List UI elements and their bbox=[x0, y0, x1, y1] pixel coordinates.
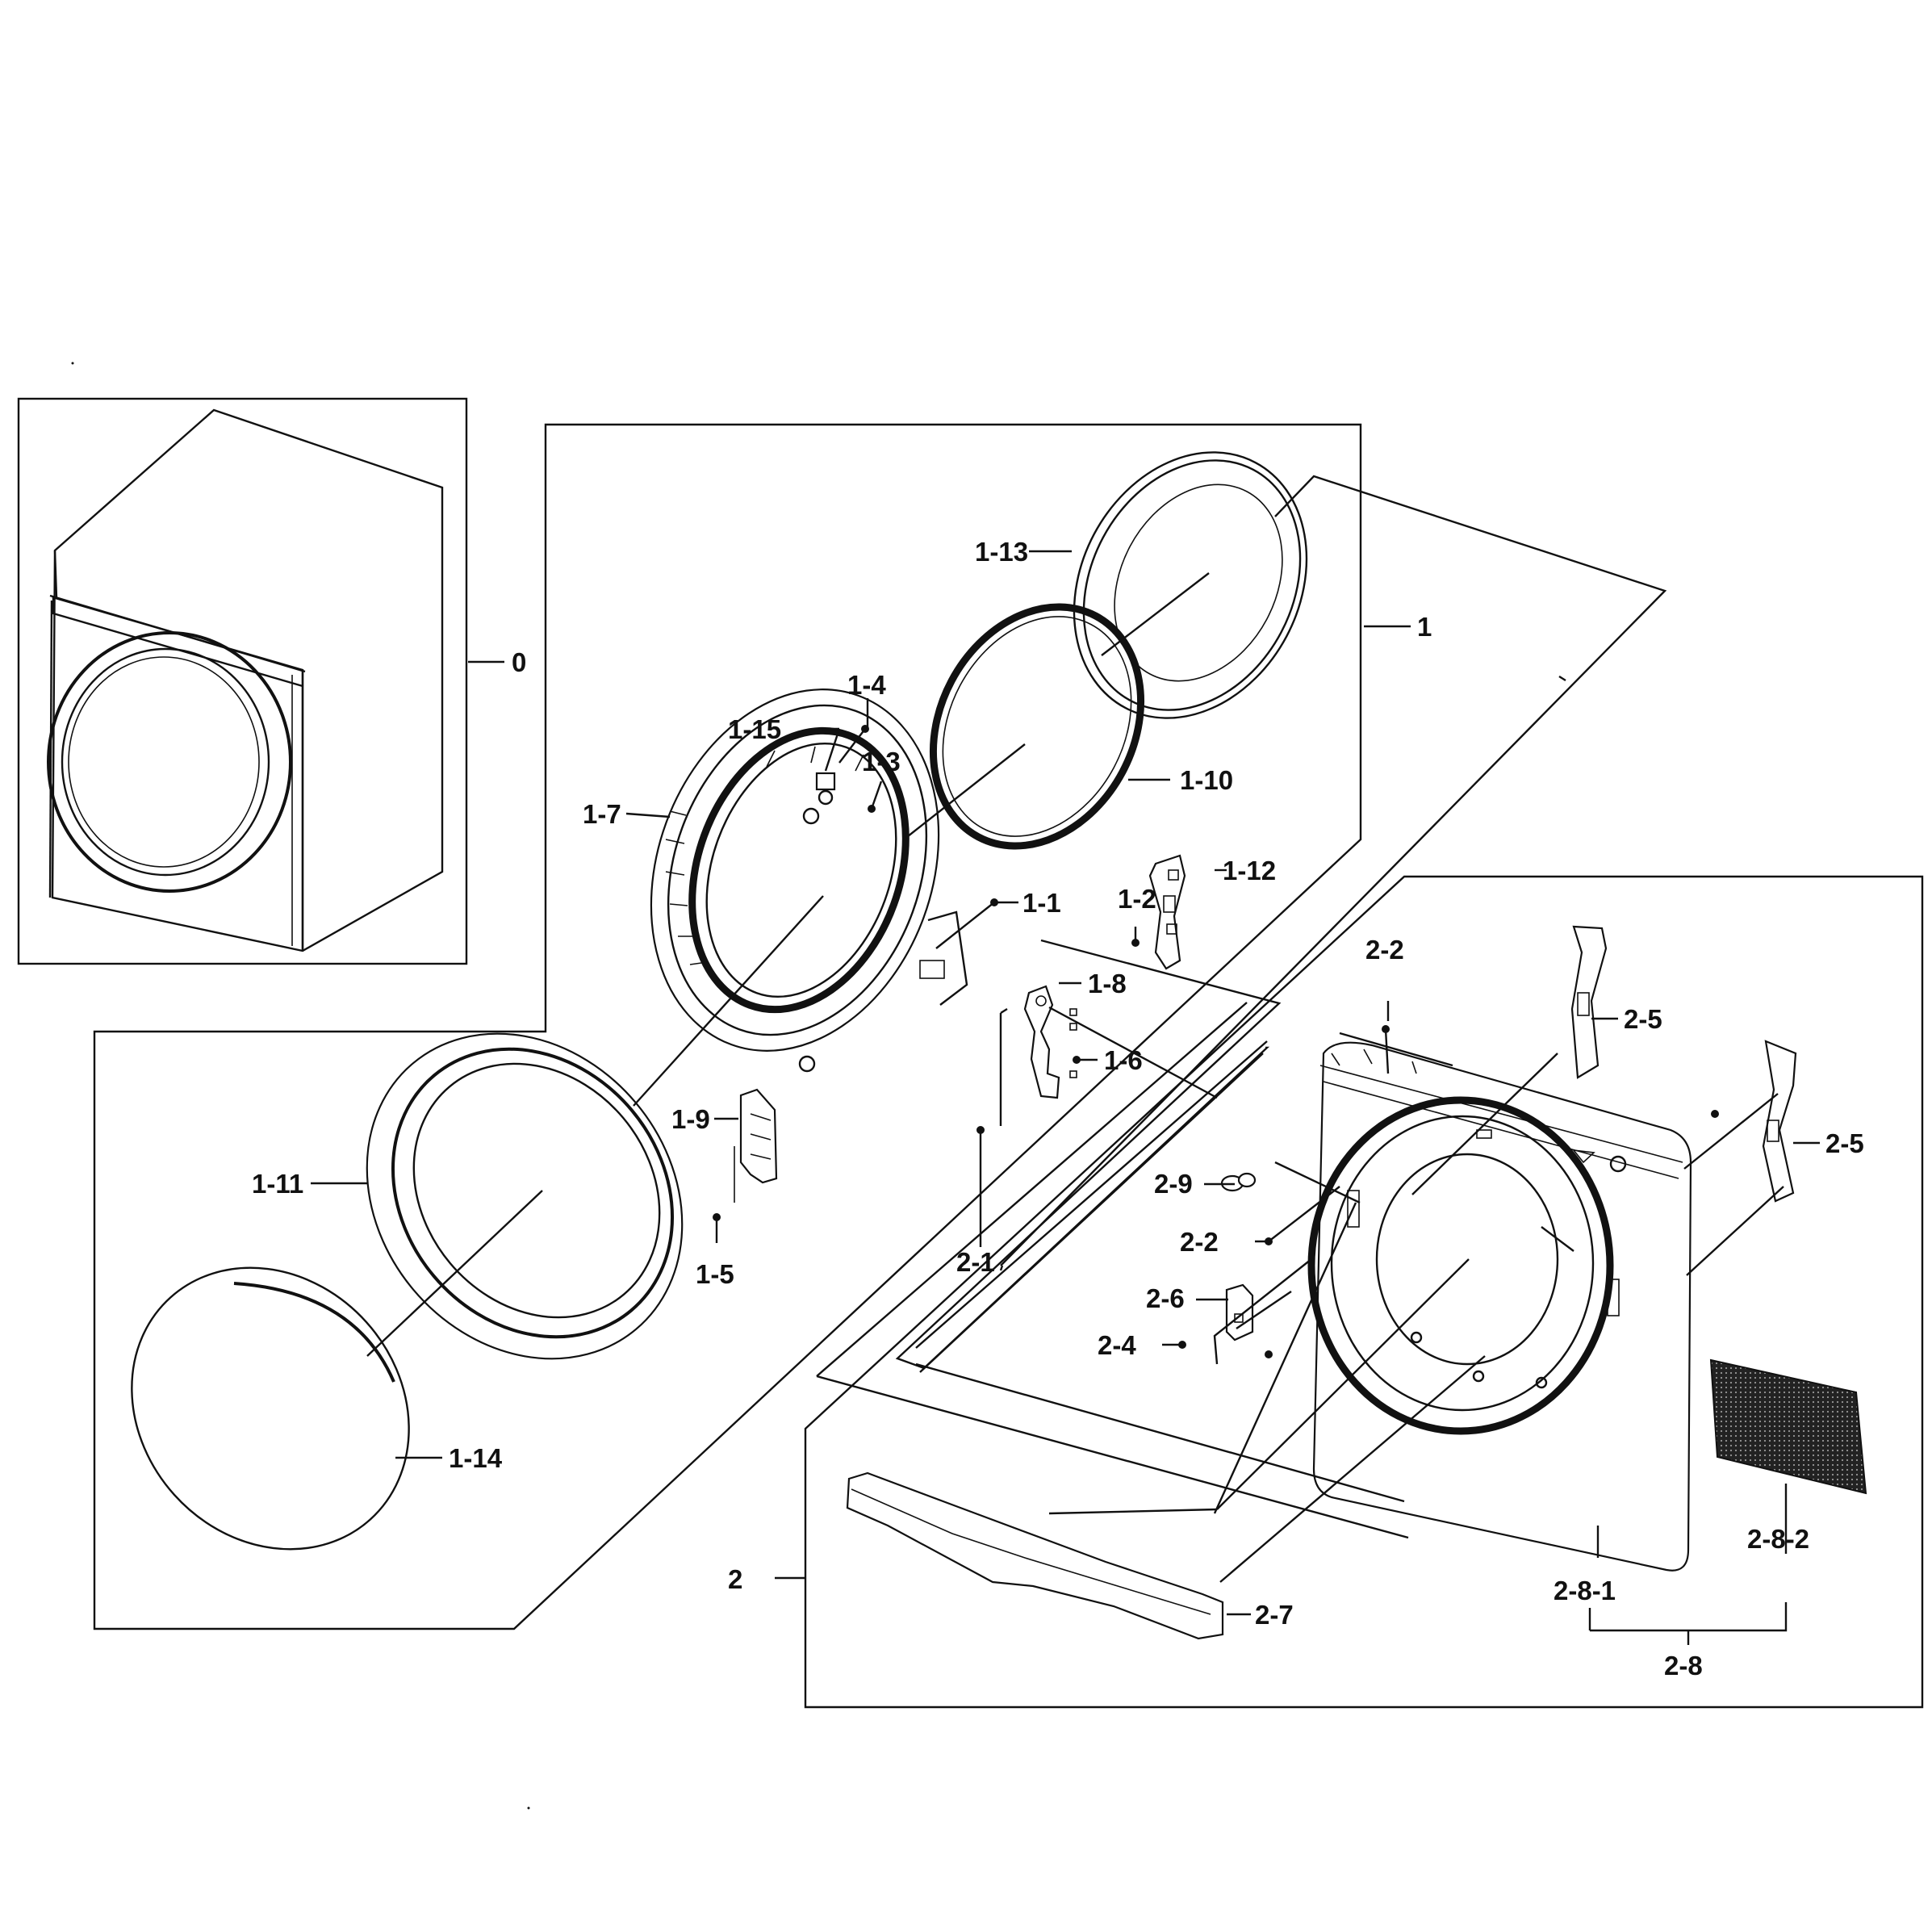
part-2-5-plate-upper bbox=[1570, 925, 1608, 1079]
callout-0: 0 bbox=[512, 647, 526, 677]
part-2-8-2-mesh-filter bbox=[1709, 1358, 1867, 1495]
callout-2-8: 2-8 bbox=[1664, 1651, 1703, 1681]
part-2-8-1-front-panel bbox=[1307, 1041, 1692, 1572]
part-1-14-inner-glass bbox=[131, 1266, 410, 1551]
part-2-7-switch bbox=[1225, 1283, 1254, 1341]
callout-1-3: 1-3 bbox=[862, 747, 901, 776]
callout-1-8: 1-8 bbox=[1088, 969, 1127, 998]
callout-2-1: 2-1 bbox=[956, 1247, 995, 1277]
stray-mark bbox=[71, 362, 74, 365]
part-1-12-hinge-plate bbox=[1148, 854, 1186, 970]
callout-1-15: 1-15 bbox=[728, 714, 781, 744]
part-2-screw-extra-b bbox=[1711, 1110, 1719, 1118]
leader-lines-door bbox=[311, 475, 1667, 1459]
callout-1-5: 1-5 bbox=[696, 1259, 734, 1289]
callout-2-8-2: 2-8-2 bbox=[1747, 1524, 1809, 1554]
callout-1-12: 1-12 bbox=[1223, 856, 1276, 885]
callout-1-4: 1-4 bbox=[847, 670, 886, 700]
callout-1-1: 1-1 bbox=[1022, 888, 1061, 918]
part-1-11-inner-ring bbox=[366, 1032, 684, 1360]
part-1-10-gasket-ring bbox=[929, 603, 1145, 850]
callout-2-5-lower: 2-5 bbox=[1825, 1128, 1864, 1158]
stray-mark-2 bbox=[527, 1806, 530, 1810]
callout-2: 2 bbox=[728, 1564, 742, 1594]
callout-2-2-mid: 2-2 bbox=[1180, 1227, 1219, 1257]
part-2-9-screw-cluster bbox=[1220, 1172, 1257, 1192]
callout-1-9: 1-9 bbox=[671, 1104, 710, 1134]
panel-assembled-unit bbox=[17, 397, 504, 965]
callout-1-10: 1-10 bbox=[1180, 765, 1233, 795]
part-2-6-bottom-trim bbox=[846, 1471, 1224, 1640]
callout-2-7: 2-6 bbox=[1146, 1283, 1185, 1313]
part-2-5-plate-lower bbox=[1762, 1040, 1797, 1203]
callout-2-9: 2-9 bbox=[1154, 1169, 1193, 1199]
callout-1-14: 1-14 bbox=[449, 1443, 503, 1473]
callout-2-8-1: 2-8-1 bbox=[1554, 1576, 1616, 1605]
part-1-8-hinge bbox=[1023, 985, 1060, 1099]
panel-front-assembly bbox=[775, 875, 1924, 1709]
callout-2-2-top: 2-2 bbox=[1365, 935, 1404, 965]
dryer-cabinet-drawing bbox=[47, 408, 444, 952]
leader-lines-front bbox=[775, 939, 1820, 1645]
callout-1-11: 1-11 bbox=[252, 1169, 303, 1199]
callout-1: 1 bbox=[1417, 612, 1432, 642]
callout-1-6: 1-6 bbox=[1104, 1045, 1143, 1075]
part-1-7-door-frame bbox=[650, 689, 968, 1073]
callout-2-4: 2-4 bbox=[1098, 1330, 1136, 1360]
callout-1-2: 1-2 bbox=[1118, 884, 1156, 914]
part-1-9-latch-bracket bbox=[734, 1088, 778, 1203]
callout-2-6: 2-7 bbox=[1255, 1600, 1294, 1630]
callout-1-7: 1-7 bbox=[583, 799, 621, 829]
panel-door-assembly bbox=[93, 423, 1667, 1630]
part-1-15-latch bbox=[815, 772, 836, 806]
callout-2-5-upper: 2-5 bbox=[1624, 1004, 1662, 1034]
part-2-screw-extra-a bbox=[1265, 1350, 1273, 1358]
callout-1-13: 1-13 bbox=[975, 537, 1028, 567]
part-1-13-door-glass bbox=[1073, 451, 1308, 719]
